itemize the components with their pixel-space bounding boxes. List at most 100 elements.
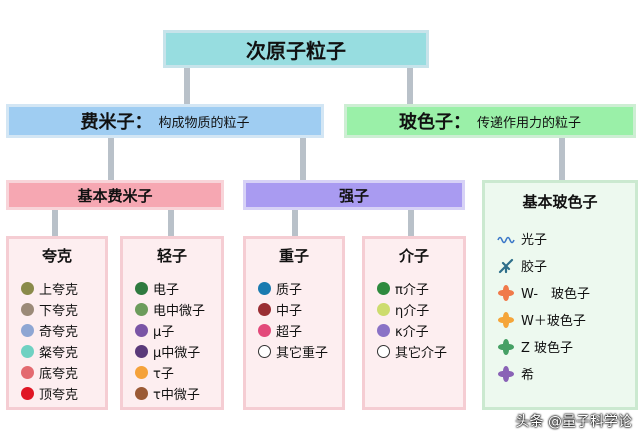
- list-item: 质子: [258, 279, 302, 298]
- color-dot: [135, 366, 148, 379]
- color-dot: [377, 282, 390, 295]
- list-item: 电子: [135, 279, 179, 298]
- list-item: 中子: [258, 300, 302, 319]
- basic-fermion-node: 基本费米子: [6, 180, 224, 210]
- color-dot: [258, 324, 271, 337]
- list-item: μ中微子: [135, 342, 200, 361]
- baryon-panel: 重子 质子 中子 超子 其它重子: [243, 236, 345, 410]
- item-label: 其它介子: [395, 346, 448, 361]
- meson-panel: 介子 π介子 η介子 κ介子 其它介子: [362, 236, 466, 410]
- connector: [52, 208, 58, 238]
- color-dot: [258, 303, 271, 316]
- item-label: 胶子: [521, 260, 548, 275]
- fermion-desc: 构成物质的粒子: [158, 115, 250, 131]
- list-item: 胶子: [497, 256, 547, 275]
- list-item: 电中微子: [135, 300, 205, 319]
- spring-icon: [498, 258, 514, 273]
- item-label: 中子: [276, 304, 303, 319]
- color-dot: [377, 303, 390, 316]
- connector: [292, 208, 298, 238]
- list-item: 顶夸克: [21, 384, 78, 403]
- hadron-label: 强子: [338, 186, 369, 205]
- boson-desc: 传递作用力的粒子: [476, 115, 581, 131]
- basic-fermion-label: 基本费米子: [77, 186, 153, 205]
- color-dot: [135, 387, 148, 400]
- color-dot: [135, 324, 148, 337]
- item-label: W- 玻色子: [521, 287, 591, 302]
- item-label: 电子: [153, 283, 180, 298]
- fermion-colon: ：: [134, 112, 153, 133]
- root-title: 次原子粒子: [246, 38, 346, 63]
- color-dot: [258, 345, 271, 358]
- item-label: 超子: [276, 325, 303, 340]
- color-dot: [21, 366, 34, 379]
- lepton-panel: 轻子 电子 电中微子 μ子 μ中微子 τ子 τ中微子: [120, 236, 224, 410]
- cross-blob-icon: [498, 284, 514, 301]
- cross-blob-icon: [498, 311, 514, 328]
- item-label: 奇夸克: [39, 325, 79, 340]
- list-item: 其它介子: [377, 342, 447, 361]
- color-dot: [21, 345, 34, 358]
- boson-node: 玻色子 ： 传递作用力的粒子: [344, 104, 636, 138]
- item-label: 底夸克: [39, 367, 79, 382]
- item-label: η介子: [395, 304, 430, 319]
- root-node: 次原子粒子: [163, 30, 429, 68]
- connector: [184, 66, 190, 106]
- color-dot: [21, 303, 34, 316]
- color-dot: [21, 324, 34, 337]
- list-item: κ介子: [377, 321, 429, 340]
- baryon-title: 重子: [278, 247, 309, 265]
- cross-blob-icon: [498, 365, 514, 382]
- color-dot: [21, 387, 34, 400]
- quark-title: 夸克: [41, 247, 72, 265]
- item-label: 光子: [521, 233, 548, 248]
- boson-name: 玻色子: [398, 112, 453, 133]
- quark-panel: 夸克 上夸克 下夸克 奇夸克 粲夸克 底夸克 顶夸克: [6, 236, 108, 410]
- basic-boson-title: 基本玻色子: [522, 193, 598, 211]
- list-item: 希: [497, 364, 534, 383]
- cross-blob-icon: [498, 338, 514, 355]
- connector: [300, 136, 306, 182]
- item-label: 上夸克: [39, 283, 79, 298]
- item-label: τ子: [153, 367, 174, 382]
- color-dot: [377, 345, 390, 358]
- list-item: 下夸克: [21, 300, 78, 319]
- list-item: τ中微子: [135, 384, 200, 403]
- list-item: 光子: [497, 229, 547, 248]
- basic-boson-panel: 基本玻色子 光子 胶子 W- 玻色子 W＋玻色子 Z 玻色子 希: [482, 180, 638, 410]
- list-item: W＋玻色子: [497, 310, 586, 329]
- connector: [108, 136, 114, 182]
- color-dot: [258, 282, 271, 295]
- item-label: 质子: [276, 283, 303, 298]
- connector: [408, 208, 414, 238]
- list-item: 其它重子: [258, 342, 328, 361]
- meson-title: 介子: [398, 247, 429, 265]
- list-item: μ子: [135, 321, 174, 340]
- list-item: 底夸克: [21, 363, 78, 382]
- fermion-node: 费米子 ： 构成物质的粒子: [6, 104, 324, 138]
- item-label: 其它重子: [276, 346, 329, 361]
- list-item: 上夸克: [21, 279, 78, 298]
- connector: [407, 66, 413, 106]
- item-label: 顶夸克: [39, 388, 79, 403]
- connector: [559, 136, 565, 182]
- item-label: 电中微子: [153, 304, 206, 319]
- item-label: κ介子: [395, 325, 429, 340]
- color-dot: [377, 324, 390, 337]
- hadron-node: 强子: [243, 180, 465, 210]
- list-item: 粲夸克: [21, 342, 78, 361]
- item-label: W＋玻色子: [521, 314, 586, 329]
- item-label: Z 玻色子: [521, 341, 574, 356]
- lepton-title: 轻子: [156, 247, 187, 265]
- watermark: 头条 @量子科学论: [515, 414, 632, 430]
- item-label: 希: [521, 368, 535, 383]
- color-dot: [135, 303, 148, 316]
- color-dot: [135, 282, 148, 295]
- fermion-name: 费米子: [80, 112, 135, 133]
- item-label: 下夸克: [39, 304, 79, 319]
- item-label: μ子: [153, 325, 175, 340]
- list-item: 奇夸克: [21, 321, 78, 340]
- connector: [168, 208, 174, 238]
- list-item: Z 玻色子: [497, 337, 573, 356]
- boson-colon: ：: [452, 112, 471, 133]
